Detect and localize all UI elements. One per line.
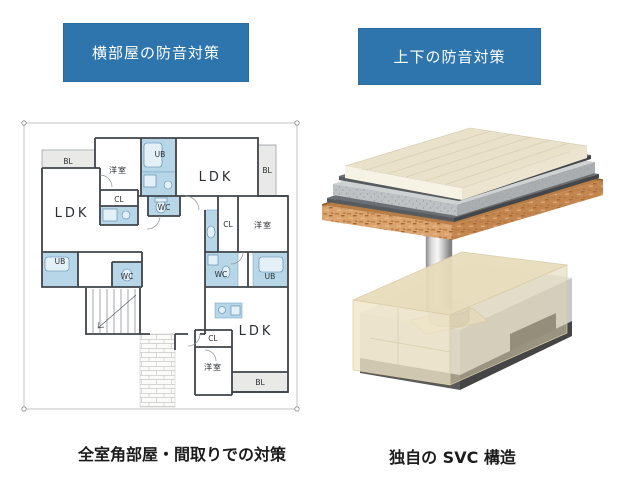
right-header-label: 上下の防音対策 [393, 48, 506, 66]
stairs [92, 289, 137, 333]
right-header-banner: 上下の防音対策 [358, 28, 541, 85]
svc-structure-svg [321, 127, 604, 390]
label-wc-1: WC [158, 203, 171, 212]
label-yoshitsu-2: 洋室 [254, 220, 272, 230]
left-header-label: 横部屋の防音対策 [91, 44, 220, 62]
floorplan-svg: BL 洋室 UB LDK BL LDK CL WC CL 洋室 UB WC WC… [21, 120, 300, 412]
svc-structure-panel [310, 108, 610, 428]
left-header-banner: 横部屋の防音対策 [63, 23, 249, 82]
label-ldk-1: LDK [199, 170, 234, 185]
left-caption: 全室角部屋・間取りでの対策 [77, 445, 286, 464]
label-yoshitsu-1: 洋室 [109, 165, 127, 175]
label-wc-3: WC [215, 270, 228, 279]
label-yoshitsu-3: 洋室 [204, 362, 222, 372]
door-arcs [99, 174, 244, 362]
right-caption: 独自の SVC 構造 [389, 448, 516, 467]
wood-flooring-layer [344, 127, 588, 200]
label-wc-2: WC [121, 272, 134, 281]
floor-layer-stack [321, 127, 604, 240]
label-bl-3: BL [255, 378, 265, 387]
room-labels: BL 洋室 UB LDK BL LDK CL WC CL 洋室 UB WC WC… [55, 150, 276, 387]
entry-brick-path [139, 333, 176, 408]
fixtures [44, 142, 284, 316]
label-ldk-2: LDK [55, 206, 90, 221]
label-ub-3: UB [265, 272, 276, 281]
label-ub-1: UB [155, 150, 166, 159]
label-cl-1: CL [114, 195, 124, 204]
label-bl-1: BL [63, 157, 73, 166]
label-cl-2: CL [223, 220, 233, 229]
label-bl-2: BL [262, 166, 272, 175]
insulation-box [351, 251, 569, 386]
label-ldk-3: LDK [239, 324, 274, 339]
label-ub-2: UB [55, 257, 66, 266]
label-cl-3: CL [208, 334, 218, 343]
plan-frame [21, 120, 300, 412]
walls [41, 137, 289, 396]
floorplan-panel: BL 洋室 UB LDK BL LDK CL WC CL 洋室 UB WC WC… [10, 105, 305, 425]
